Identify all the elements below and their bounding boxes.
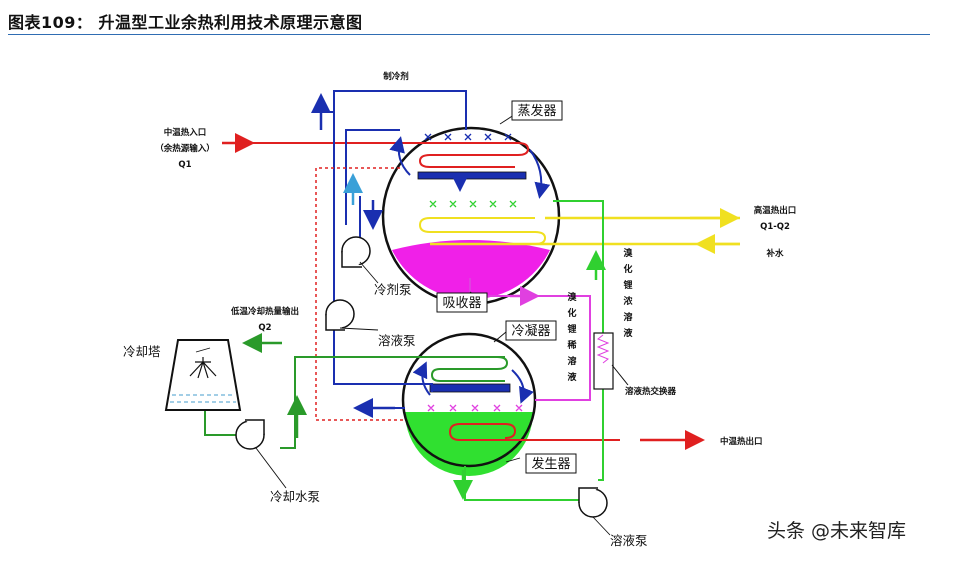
dilute-solution-label: 溴化锂稀溶液 [567,291,577,383]
solution-pump-upper-icon [325,299,355,331]
cooling-tower [164,339,242,411]
svg-text:蒸发器: 蒸发器 [517,103,556,119]
condenser-label-box: 冷凝器 [505,320,557,341]
generator-label-box: 发生器 [525,453,577,474]
mid-heat-in-label-1: 中温热入口 [164,127,207,138]
absorber-coil [418,217,547,245]
generator-solution [405,412,533,476]
figure-title: 图表109： 升温型工业余热利用技术原理示意图 [8,13,363,32]
absorber-solution [392,240,550,300]
mid-heat-out-label: 中温热出口 [720,436,763,447]
refrigerant-dashed-line [315,167,405,421]
evaporator-coil [250,142,530,168]
dilute-line [469,278,591,401]
solution-pump-lower-icon [578,487,608,518]
makeup-water-label: 补水 [765,248,784,259]
condenser-coil [295,356,509,382]
generator-coil [448,423,620,441]
absorber-spray [429,200,517,208]
evaporator-tray [417,171,527,180]
mid-heat-in-label-2: （余热源输入） [155,143,215,154]
low-heat-out-label-2: Q2 [258,323,271,333]
solution-pump-lower-label: 溶液泵 [610,533,648,548]
refrigerant-pump-label: 冷剂泵 [374,282,412,297]
refrigerant-label: 制冷剂 [383,71,409,82]
cooling-water-pump-icon [235,419,265,450]
refrigerant-pump-icon [341,236,371,268]
heat-exchanger-label: 溶液热交换器 [625,386,677,397]
high-heat-out-label-2: Q1-Q2 [760,222,790,232]
svg-text:冷凝器: 冷凝器 [511,323,550,339]
cooling-water-pump-label: 冷却水泵 [270,489,320,504]
svg-text:发生器: 发生器 [531,456,570,472]
solution-pump-upper-label: 溶液泵 [378,333,416,348]
condenser-tray [429,383,511,393]
cooling-tower-label: 冷却塔 [123,344,161,359]
title-rule [8,34,930,35]
upper-vessel [250,126,561,306]
heat-exchanger [593,332,629,390]
absorber-label-box: 吸收器 [436,292,488,313]
low-heat-out-label-1: 低温冷却热量输出 [230,306,299,317]
generator-spray [427,404,523,412]
mid-heat-in-label-3: Q1 [178,160,191,170]
conc-solution-label: 溴化锂浓溶液 [623,247,633,339]
evaporator-label-box: 蒸发器 [511,100,563,121]
high-heat-out-label-1: 高温热出口 [754,205,797,216]
watermark: 头条 @未来智库 [767,520,906,542]
evaporator-spray [424,133,512,141]
svg-text:吸收器: 吸收器 [442,296,481,311]
